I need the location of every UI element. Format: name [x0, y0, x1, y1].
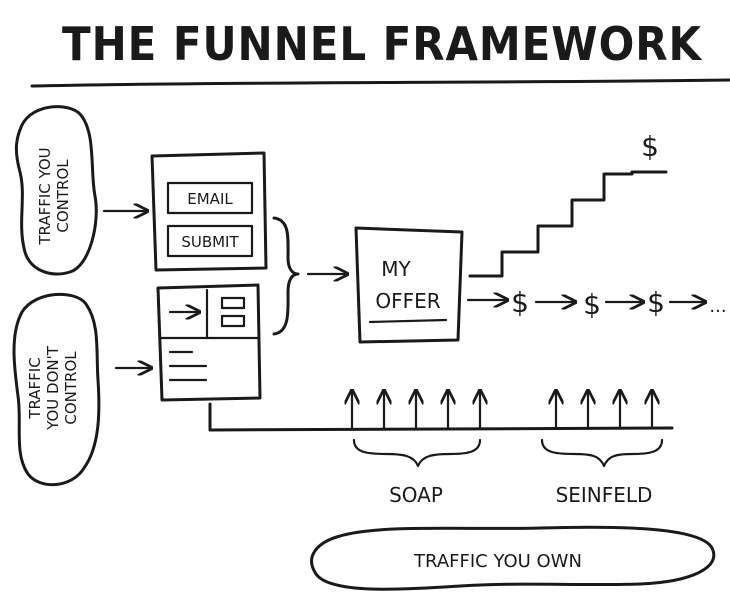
revenue-staircase [468, 170, 668, 278]
email-field-label: EMAIL [187, 190, 233, 208]
title-underline [30, 78, 730, 88]
soap-arrows [352, 392, 480, 430]
traffic-you-dont-control-line1: TRAFFIC [26, 357, 44, 419]
stream-dollar-1: $ [511, 286, 529, 319]
offer-box: MY OFFER [354, 226, 464, 344]
soap-label: SOAP [389, 483, 443, 507]
soap-brace [352, 438, 482, 468]
offer-line1: MY [381, 257, 411, 281]
traffic-you-dont-control-line2: YOU DON'T [44, 345, 62, 431]
stream-dollar-2: $ [583, 288, 601, 321]
traffic-you-control-line1: TRAFFIC YOU [36, 147, 54, 245]
seinfeld-brace [540, 438, 664, 468]
traffic-you-control-line2: CONTROL [54, 159, 72, 233]
optin-page: EMAIL SUBMIT [150, 151, 268, 272]
traffic-you-dont-control-cloud: TRAFFIC YOU DON'T CONTROL [12, 292, 101, 487]
pages-bracket [272, 216, 300, 336]
staircase-dollar: $ [641, 130, 659, 163]
traffic-you-control-cloud: TRAFFIC YOU CONTROL [14, 105, 98, 276]
offer-line2: OFFER [375, 289, 440, 313]
submit-button-label: SUBMIT [181, 233, 239, 251]
content-page [156, 283, 262, 402]
diagram-title: THE FUNNEL FRAMEWORK [62, 17, 703, 71]
stream-dollar-3: $ [647, 286, 665, 319]
email-timeline [208, 402, 674, 432]
seinfeld-label: SEINFELD [556, 483, 653, 507]
traffic-you-own-label: TRAFFIC YOU OWN [413, 551, 582, 572]
revenue-stream: $ $ $ ... [466, 286, 727, 321]
stream-ellipsis: ... [709, 296, 726, 317]
seinfeld-arrows [556, 392, 652, 430]
traffic-you-dont-control-line3: CONTROL [62, 351, 80, 425]
submit-button [166, 224, 254, 258]
email-field [166, 181, 254, 215]
traffic-you-own-cloud: TRAFFIC YOU OWN [310, 525, 716, 591]
